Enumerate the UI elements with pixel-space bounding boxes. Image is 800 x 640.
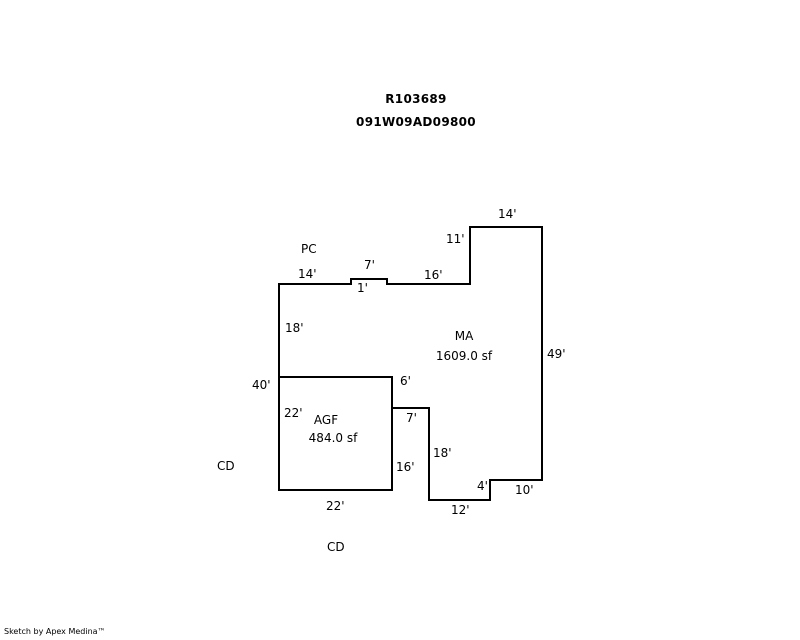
dimension-label: 11' <box>446 232 465 246</box>
dimension-label: 22' <box>284 406 303 420</box>
dimension-label: 14' <box>498 207 517 221</box>
main-area-outline <box>278 226 543 501</box>
dimension-label: 6' <box>400 374 411 388</box>
area-label-cd-left: CD <box>217 459 235 473</box>
dimension-label: 12' <box>451 503 470 517</box>
area-size-agf: 484.0 sf <box>309 431 358 445</box>
dimension-label: 40' <box>252 378 271 392</box>
parcel-number: 091W09AD09800 <box>356 115 476 129</box>
dimension-label: 18' <box>433 446 452 460</box>
dimension-label: 1' <box>357 281 368 295</box>
dimension-label: 16' <box>424 268 443 282</box>
account-id: R103689 <box>385 92 447 106</box>
area-label-cd-bottom: CD <box>327 540 345 554</box>
area-code-ma: MA <box>455 329 474 343</box>
sketch-credit: Sketch by Apex Medina™ <box>4 627 106 636</box>
dimension-label: 4' <box>477 479 488 493</box>
dimension-label: 16' <box>396 460 415 474</box>
area-size-ma: 1609.0 sf <box>436 349 493 363</box>
garage-outline <box>278 376 393 491</box>
area-code-agf: AGF <box>314 413 338 427</box>
dimension-label: 22' <box>326 499 345 513</box>
dimension-label: 14' <box>298 267 317 281</box>
dimension-label: 10' <box>515 483 534 497</box>
dimension-label: 7' <box>406 411 417 425</box>
area-label-pc: PC <box>301 242 317 256</box>
dimension-label: 7' <box>364 258 375 272</box>
dimension-label: 49' <box>547 347 566 361</box>
dimension-label: 18' <box>285 321 304 335</box>
